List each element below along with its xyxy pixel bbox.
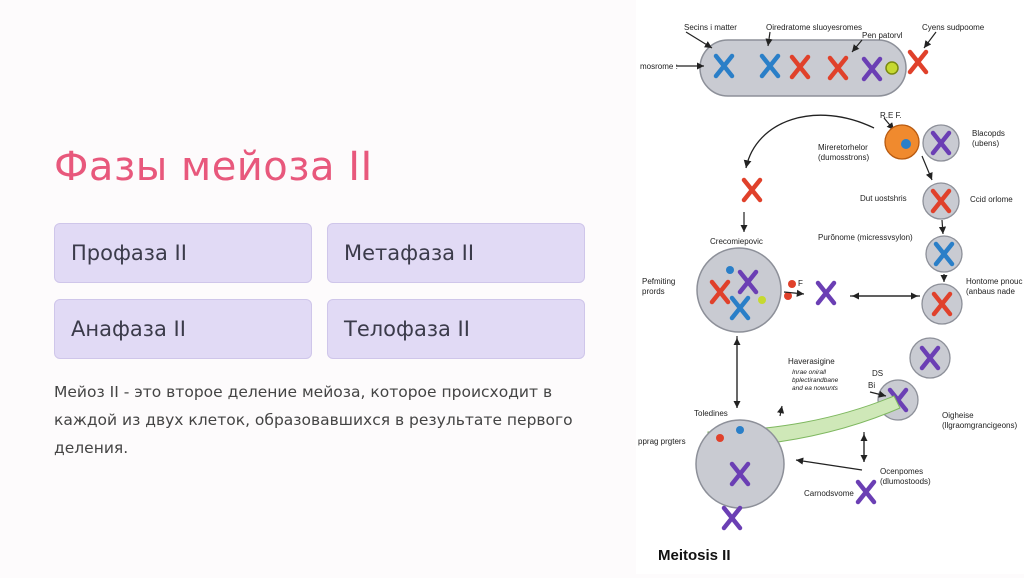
figure-label: Mireretorhelor (818, 143, 868, 152)
figure-label: F (798, 279, 803, 288)
figure-label: mosrome : (640, 62, 678, 71)
figure-label: Bi (868, 381, 875, 390)
figure-label: (anbaus nade (966, 287, 1015, 296)
figure-label: and ea nowunts (792, 385, 839, 392)
figure-label: (ubens) (972, 139, 999, 148)
figure-label: Oiredratome sluoyesromes (766, 23, 862, 32)
figure-label: Oigheise (942, 411, 974, 420)
figure-label: pprag prgters (638, 437, 686, 446)
figure-label: Cyens sudpoome (922, 23, 985, 32)
figure-label: Carnodsvome (804, 489, 854, 498)
meiosis-diagram-image: Secins i matter Oiredratome sluoyesromes… (636, 0, 1024, 574)
figure-label: Blacopds (972, 129, 1005, 138)
figure-label: Inrae onirall (792, 369, 827, 376)
phase-card-telophase: Телофаза II (327, 299, 585, 359)
figure-label: Crecomiepovic (710, 237, 763, 246)
figure-label: prords (642, 287, 665, 296)
figure-label: Ocenpomes (880, 467, 923, 476)
figure-label: Pefmiting (642, 277, 675, 286)
figure-label: Toledines (694, 409, 728, 418)
phase-card-prophase: Профаза II (54, 223, 312, 283)
figure-label: (dumosstrons) (818, 153, 869, 162)
figure-label: Dut uostshris (860, 194, 907, 203)
description-text: Мейоз II - это второе деление мейоза, ко… (54, 383, 573, 457)
phase-card-metaphase: Метафаза II (327, 223, 585, 283)
figure-label: Pen patorvl (862, 31, 903, 40)
figure-label: Purõnome (micressvsylon) (818, 233, 913, 242)
slide-title: Фазы мейоза II (54, 144, 373, 190)
figure-label: Haverasigine (788, 357, 835, 366)
phase-card-anaphase: Анафаза II (54, 299, 312, 359)
figure-label: Secins i matter (684, 23, 737, 32)
figure-label: DS (872, 369, 883, 378)
figure-caption: Meitosis II (658, 547, 731, 564)
figure-label: Hontome pnouc (966, 277, 1022, 286)
figure-label: (dlumostoods) (880, 477, 931, 486)
figure-label: bplectirandbane (792, 377, 839, 384)
figure-label: Ccid orlome (970, 195, 1013, 204)
figure-label: (llgraomgrancigeons) (942, 421, 1017, 430)
figure-label: R.E F. (880, 111, 902, 120)
